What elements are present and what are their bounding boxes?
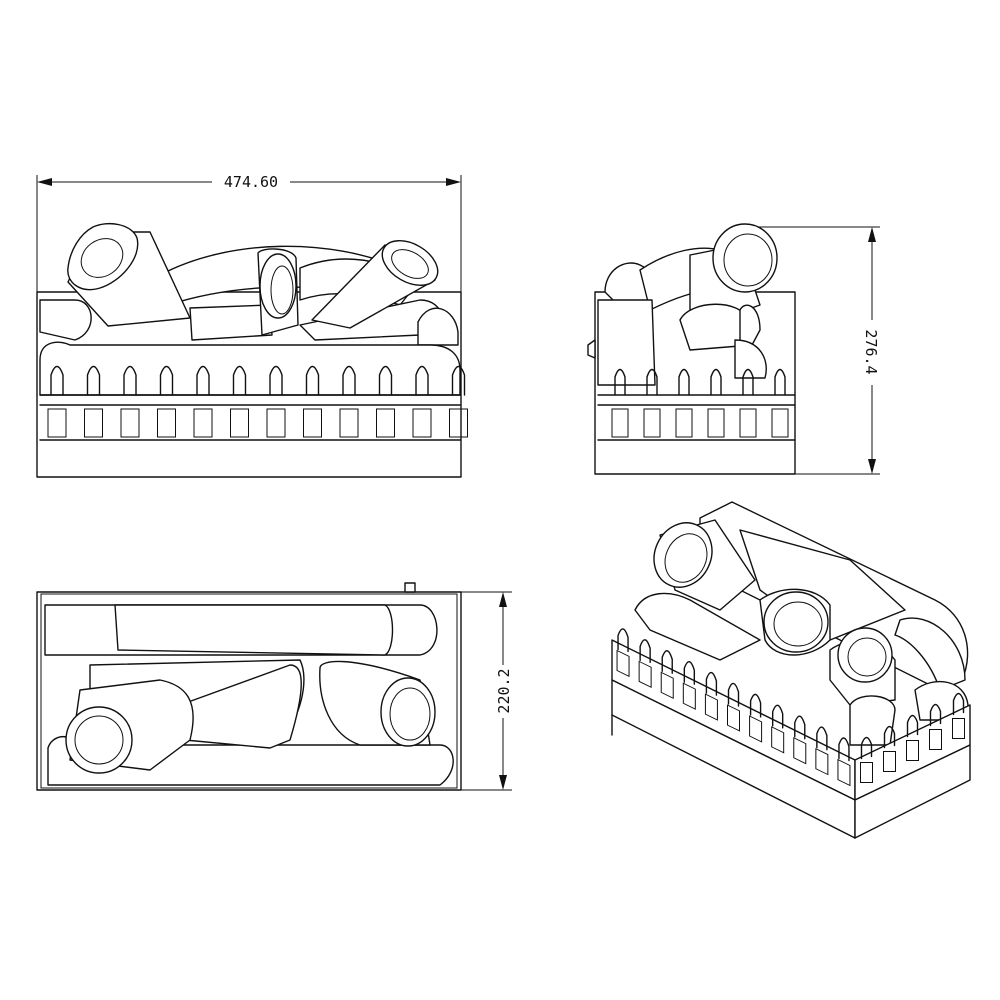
iso-logs [634,501,969,746]
fence-picket [661,650,673,674]
fence-slot [952,718,965,739]
fence-slot [660,671,674,699]
fence-slot [120,408,140,438]
top-view: 220.2 [36,582,513,791]
fence-slot [339,408,359,438]
fence-slot [638,660,652,689]
fence-slot [376,408,395,438]
fence-slot [771,408,789,438]
width-dimension-label: 474.60 [224,173,278,191]
fence-slot [84,408,103,438]
fence-slot [616,649,630,678]
fence-picket [749,693,762,718]
fence-picket [678,368,690,396]
fence-picket [838,737,850,762]
fence-picket [860,736,873,760]
fence-picket [816,726,828,751]
fence-slot [837,758,851,787]
fence-slot [883,751,896,772]
fence-picket [727,682,740,707]
fence-slot [303,408,322,438]
fence-slot [449,408,468,438]
fence-slot [929,729,942,750]
fence-slot [707,408,725,438]
fence-picket [196,365,210,396]
fence-picket [617,628,629,653]
fence-slot [266,408,286,438]
fence-slot [860,762,873,783]
fence-picket [269,365,283,396]
fence-picket [159,365,174,396]
fence-slot [47,408,67,438]
height-dimension: 276.4 [742,226,880,475]
isometric-view [611,501,971,839]
fence-slot [643,408,661,438]
side-fence [597,299,796,441]
fence-slot [230,408,249,438]
fence-slot [193,408,213,438]
fence-picket [774,368,786,396]
fence-slot [675,408,693,438]
side-logs [604,223,778,379]
front-view: 474.60 [36,173,468,478]
fence-picket [646,368,658,396]
fence-slot [793,737,807,765]
fence-picket [952,692,965,716]
fence-picket [906,714,919,738]
iso-fence [611,628,971,839]
side-view: 276.4 [587,223,880,475]
fence-picket [378,365,393,396]
fence-picket [710,368,722,396]
width-dimension: 474.60 [36,173,462,292]
fence-picket [771,704,784,729]
front-fence [39,341,468,441]
fence-picket [794,715,806,740]
fence-slot [906,740,919,761]
fence-picket [614,368,626,396]
fence-slot [682,682,696,710]
fence-slot [727,704,740,732]
depth-dimension: 220.2 [460,591,513,791]
fence-picket [305,365,320,396]
top-logs [44,604,454,786]
fence-slot [412,408,432,438]
fence-slot [704,693,718,721]
fence-slot [771,726,785,754]
fence-slot [815,747,829,776]
fence-slot [739,408,757,438]
fence-picket [342,365,356,396]
fence-picket [123,365,137,396]
fence-picket [929,703,942,727]
front-logs [39,223,459,346]
fence-picket [705,671,718,696]
fence-slot [611,408,629,438]
fence-picket [232,365,247,396]
fence-picket [415,365,429,396]
fence-slot [749,715,763,743]
height-dimension-label: 276.4 [862,329,880,374]
fence-picket [639,639,651,664]
fence-picket [451,365,466,396]
fence-picket [50,365,64,396]
fence-picket [742,368,754,396]
fence-picket [883,725,896,749]
fence-picket [86,365,101,396]
fence-slot [157,408,176,438]
depth-dimension-label: 220.2 [495,668,513,713]
fence-picket [683,660,696,685]
